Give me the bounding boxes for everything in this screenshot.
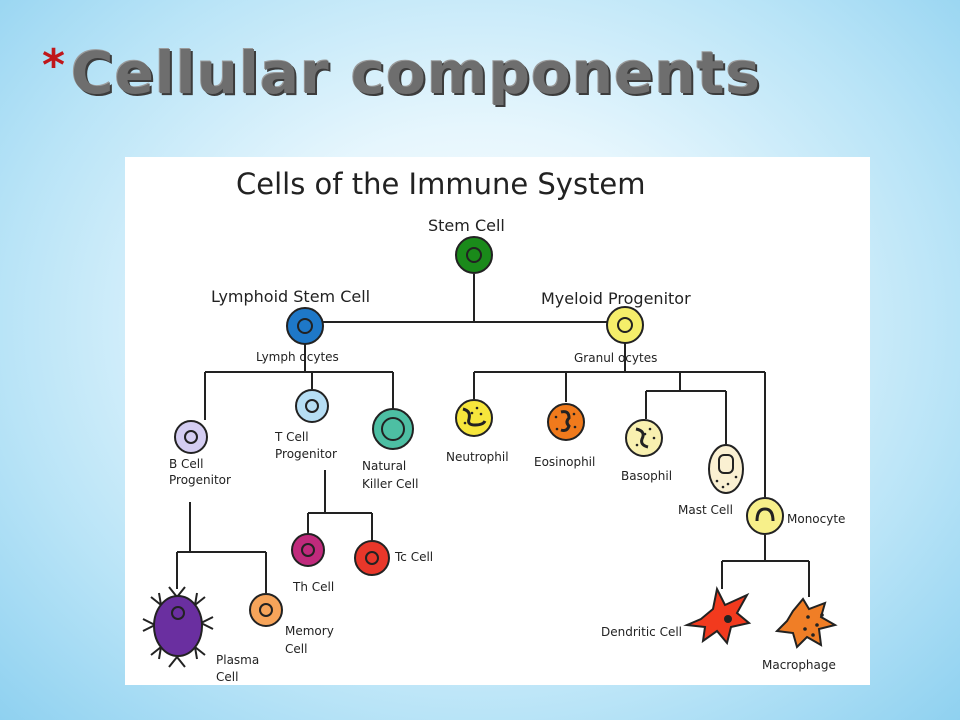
natural-killer-cell: [372, 408, 414, 450]
myeloid-progenitor-label: Myeloid Progenitor: [541, 289, 691, 308]
eosinophil-cell: [547, 403, 585, 441]
macrophage-label: Macrophage: [762, 658, 836, 672]
t-cell-progenitor: [295, 389, 329, 423]
eosinophil-label: Eosinophil: [534, 455, 595, 469]
lymphocytes-label: Lymph ocytes: [256, 350, 339, 364]
neutrophil-cell: [455, 399, 493, 437]
monocyte-label: Monocyte: [787, 512, 845, 526]
plasma-cell-label: Plasma Cell: [216, 653, 263, 684]
stem-cell-label: Stem Cell: [428, 216, 505, 235]
lymphoid-stem-cell: [286, 307, 324, 345]
stem-cell: [455, 236, 493, 274]
tc-cell-label: Tc Cell: [394, 550, 433, 564]
diagram-canvas: Cells of the Immune System: [142, 167, 845, 684]
basophil-cell: [625, 419, 663, 457]
slide-title-area: * Cellular components: [42, 40, 761, 130]
neutrophil-label: Neutrophil: [446, 450, 509, 464]
mast-cell-label: Mast Cell: [678, 503, 733, 517]
macrophage-cell: [774, 597, 838, 649]
memory-cell-label: Memory Cell: [285, 624, 338, 656]
monocyte-cell: [746, 497, 784, 535]
natural-killer-cell-label: Natural Killer Cell: [362, 459, 418, 491]
title-bullet: *: [42, 40, 66, 91]
th-cell: [291, 533, 325, 567]
mast-cell: [708, 444, 744, 494]
dendritic-cell: [683, 585, 752, 646]
th-cell-label: Th Cell: [292, 580, 334, 594]
connector-lines: [176, 274, 810, 597]
myeloid-progenitor-cell: [606, 306, 644, 344]
tc-cell: [354, 540, 390, 576]
slide-title: Cellular components: [71, 39, 761, 107]
immune-cells-diagram: Cells of the Immune System: [125, 157, 870, 685]
lymphoid-stem-cell-label: Lymphoid Stem Cell: [211, 287, 370, 306]
b-cell-progenitor-label: B Cell Progenitor: [169, 457, 231, 487]
granulocytes-label: Granul ocytes: [574, 351, 657, 365]
diagram-title: Cells of the Immune System: [236, 167, 646, 201]
dendritic-cell-label: Dendritic Cell: [601, 625, 682, 639]
t-cell-progenitor-label: T Cell Progenitor: [274, 430, 337, 461]
plasma-cell: [142, 586, 214, 668]
b-cell-progenitor: [174, 420, 208, 454]
basophil-label: Basophil: [621, 469, 672, 483]
memory-cell: [249, 593, 283, 627]
